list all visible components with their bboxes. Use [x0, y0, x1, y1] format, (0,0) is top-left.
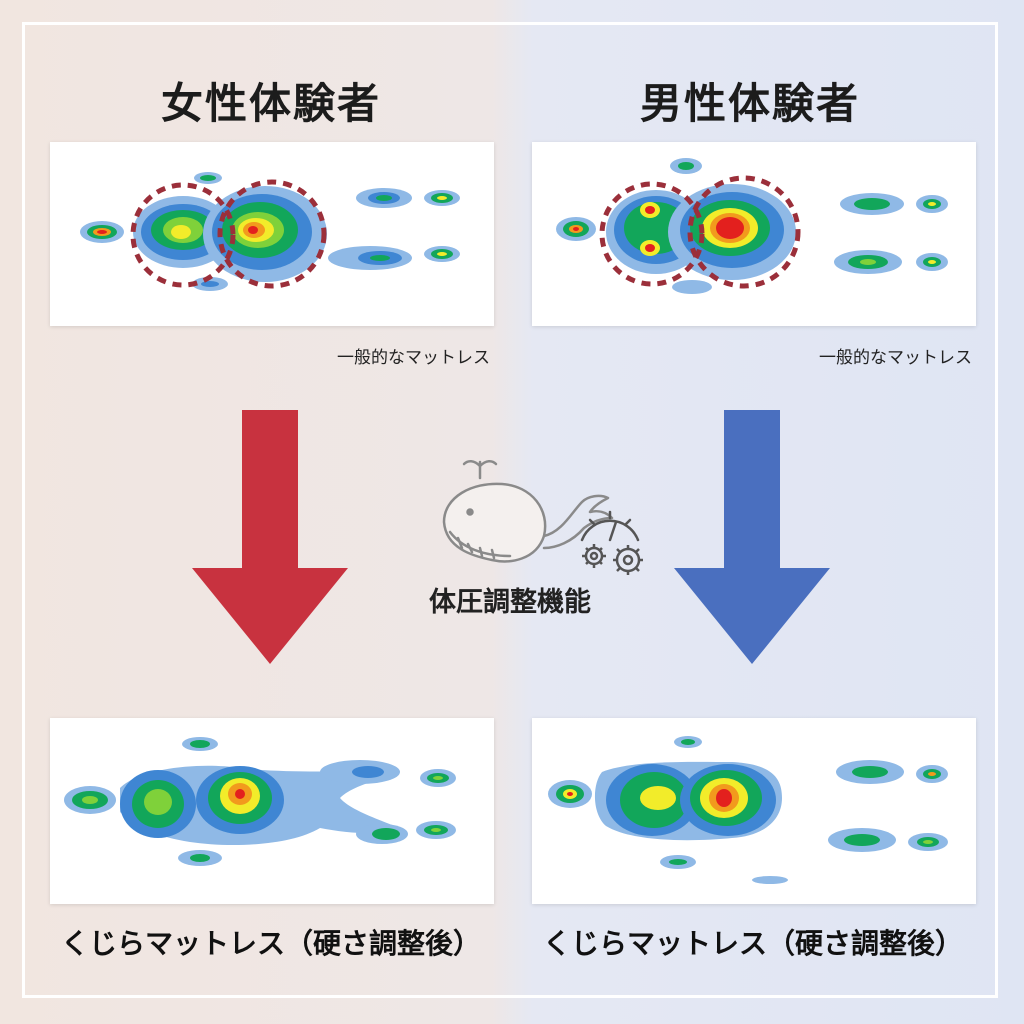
pressure-map: [80, 172, 460, 291]
heatmap-female-general: [50, 142, 494, 326]
highlight-circle-hip: [687, 175, 801, 289]
female-title: 女性体験者: [160, 79, 381, 128]
male-title: 男性体験者: [639, 79, 860, 128]
down-arrow-male: [674, 410, 830, 664]
pressure-map: [548, 736, 948, 884]
pressure-map: [64, 737, 456, 866]
whale-icon: [442, 460, 614, 563]
caption-general-female: 一般的なマットレス: [337, 348, 490, 368]
heatmap-female-kujira: [50, 718, 494, 904]
highlight-circle-shoulder: [130, 182, 236, 288]
heatmap-male-kujira: [532, 718, 976, 904]
center-illustration: [442, 460, 643, 575]
heatmap-male-general: [532, 142, 976, 326]
center-label: 体圧調整機能: [429, 587, 591, 618]
caption-general-male: 一般的なマットレス: [819, 348, 972, 368]
caption-kujira-male: くじらマットレス（硬さ調整後）: [542, 927, 963, 960]
down-arrow-female: [192, 410, 348, 664]
pressure-map: [556, 158, 948, 294]
outer-frame: [22, 22, 998, 998]
highlight-circle-hip: [217, 179, 327, 289]
highlight-circle-shoulder: [599, 181, 705, 287]
caption-kujira-female: くじらマットレス（硬さ調整後）: [60, 927, 481, 960]
gears-icon: [582, 544, 643, 575]
gauge-icon: [580, 510, 640, 542]
